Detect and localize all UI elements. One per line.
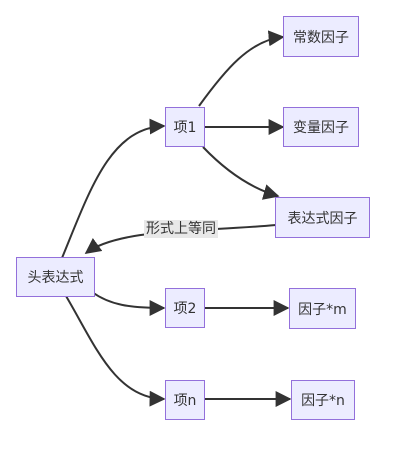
node-term-2[interactable]: 项2 <box>165 288 205 328</box>
node-term-n[interactable]: 项n <box>165 380 205 420</box>
node-factor-n[interactable]: 因子*n <box>291 380 355 420</box>
edge-label-formally-equivalent: 形式上等同 <box>144 220 218 238</box>
node-expression-factor[interactable]: 表达式因子 <box>275 197 370 238</box>
node-constant-factor[interactable]: 常数因子 <box>283 16 359 57</box>
node-head-expression[interactable]: 头表达式 <box>16 257 95 297</box>
edge-head-to-termn <box>65 295 166 407</box>
node-factor-m[interactable]: 因子*m <box>289 288 356 329</box>
node-variable-factor[interactable]: 变量因子 <box>283 107 359 147</box>
node-term-1[interactable]: 项1 <box>165 107 205 147</box>
edge-term1-to-expr-factor <box>202 146 280 200</box>
edge-head-to-term2 <box>91 291 166 316</box>
edge-head-to-term1 <box>61 118 166 259</box>
edge-term1-to-const-factor <box>198 30 285 107</box>
